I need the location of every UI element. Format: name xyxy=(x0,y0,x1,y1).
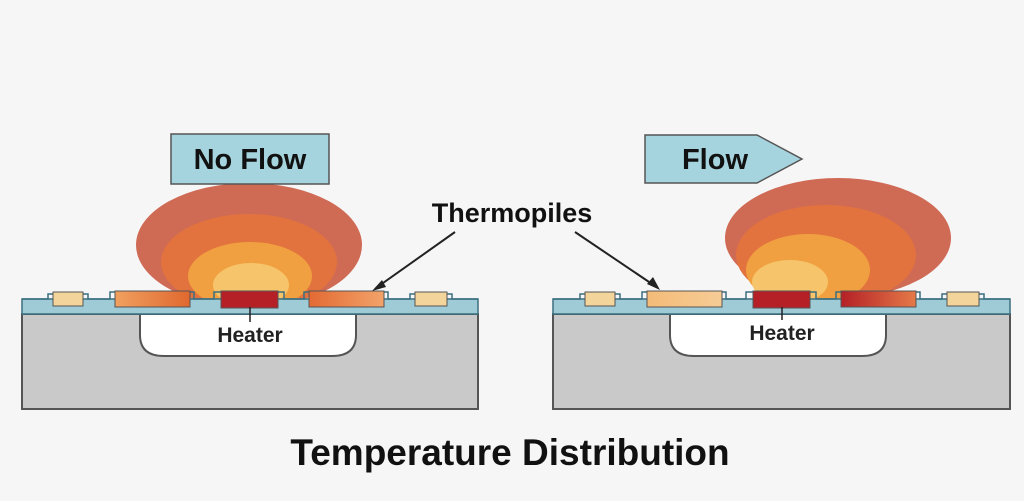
heater-label-right: Heater xyxy=(749,322,814,345)
leader-line-left xyxy=(375,231,456,289)
no-flow-label: No Flow xyxy=(194,144,307,176)
no-flow-sensor: Heater No Flow xyxy=(21,133,479,410)
no-flow-label-box xyxy=(170,133,330,185)
cavity-right xyxy=(669,313,887,357)
heater-right xyxy=(752,290,811,309)
thermopiles-label: Thermopiles xyxy=(432,198,593,228)
arrowhead-left xyxy=(372,280,386,291)
heater-label-left: Heater xyxy=(217,324,282,347)
thermopile-upstream-right xyxy=(646,290,723,308)
heat-plume-shifted xyxy=(725,178,951,306)
thermopiles-callout: Thermopiles xyxy=(372,198,660,291)
pad-right-outer xyxy=(946,291,980,307)
heater-left xyxy=(220,290,279,309)
pad-right-outer xyxy=(414,291,448,307)
flow-sensor: Heater Flow xyxy=(552,134,1011,410)
thermopile-downstream-left xyxy=(308,290,385,308)
arrowhead-right xyxy=(647,277,660,290)
pad-left-outer xyxy=(52,291,84,307)
heat-plume-symmetric xyxy=(136,183,362,310)
flow-label: Flow xyxy=(682,144,748,176)
thermopile-upstream-left xyxy=(114,290,191,308)
flow-arrow-box xyxy=(644,134,804,184)
thermopile-downstream-right xyxy=(840,290,917,308)
caption: Temperature Distribution xyxy=(290,432,729,473)
pad-left-outer xyxy=(584,291,616,307)
leader-line-right xyxy=(574,231,656,287)
cavity-left xyxy=(139,313,357,357)
